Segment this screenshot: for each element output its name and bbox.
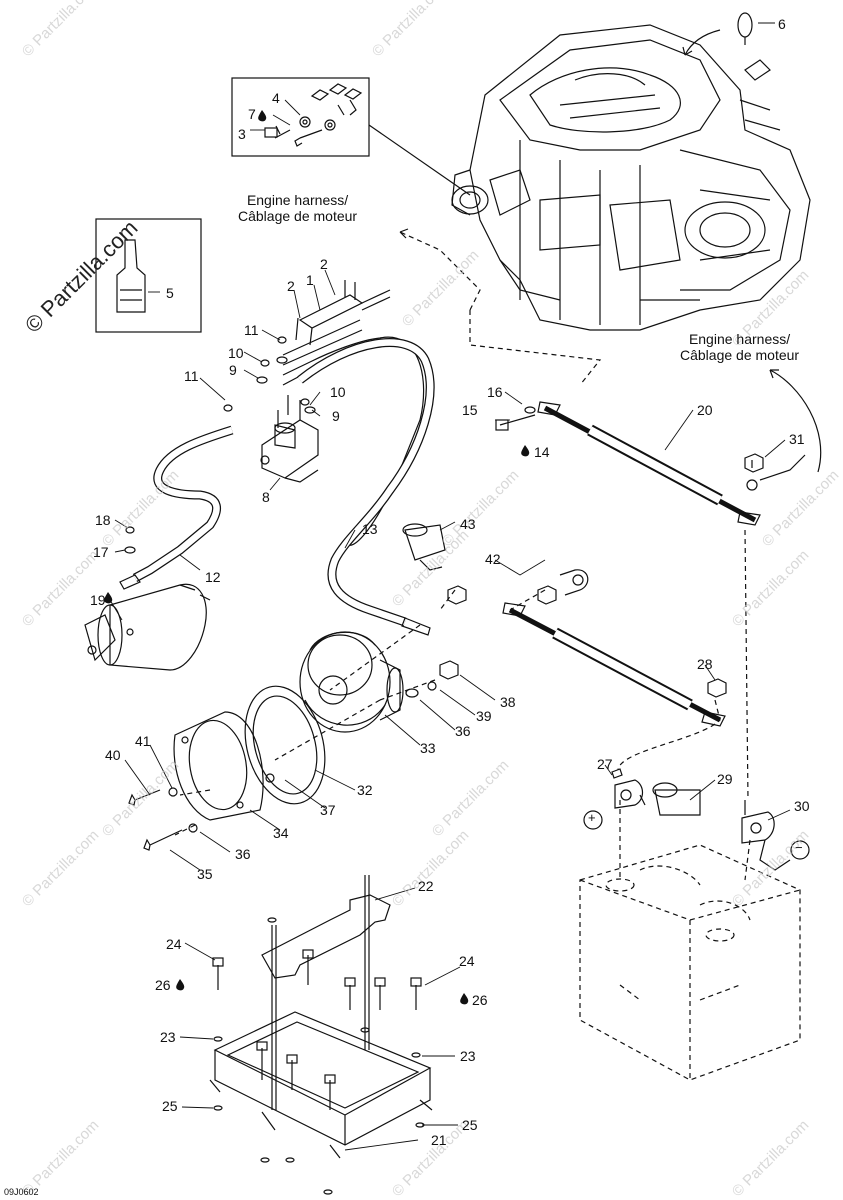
starter-solenoid [260, 395, 319, 483]
callout-25: 25 [162, 1098, 178, 1114]
drawing-code: 09J0602 [4, 1187, 39, 1197]
oil-drop-icon [258, 110, 267, 122]
callout-8: 8 [262, 489, 270, 505]
callout-40: 40 [105, 747, 121, 763]
callout-13: 13 [362, 521, 378, 537]
callout-17: 17 [93, 544, 109, 560]
callout-16: 16 [487, 384, 503, 400]
callout-10: 10 [228, 345, 244, 361]
callout-33: 33 [420, 740, 436, 756]
lubricant-inset-box [95, 218, 202, 333]
callout-19: 19 [90, 592, 106, 608]
callout-39: 39 [476, 708, 492, 724]
callout-22: 22 [418, 878, 434, 894]
oil-dipstick-ring [737, 12, 753, 38]
callout-42: 42 [485, 551, 501, 567]
callout-23: 23 [460, 1048, 476, 1064]
callout-30: 30 [794, 798, 810, 814]
callout-4: 4 [272, 90, 280, 106]
negative-terminal-symbol: − [795, 840, 803, 855]
harness-label-line2: Câblage de moteur [238, 208, 358, 224]
callout-26: 26 [472, 992, 488, 1008]
callout-37: 37 [320, 802, 336, 818]
oil-drop-icon [104, 592, 113, 604]
callout-7: 7 [248, 106, 256, 122]
callout-29: 29 [717, 771, 733, 787]
callout-9: 9 [332, 408, 340, 424]
callout-6: 6 [778, 16, 786, 32]
callout-14: 14 [534, 444, 550, 460]
callout-35: 35 [197, 866, 213, 882]
harness-label-line1: Engine harness/ [688, 331, 791, 347]
oil-drop-icon [521, 445, 530, 457]
callout-11: 11 [244, 322, 259, 338]
harness-label-line1: Engine harness/ [246, 192, 349, 208]
callout-34: 34 [273, 825, 289, 841]
callout-28: 28 [697, 656, 713, 672]
callout-10: 10 [330, 384, 346, 400]
callout-24: 24 [166, 936, 182, 952]
callout-15: 15 [462, 402, 478, 418]
starter-motor [84, 583, 211, 671]
harness-label-line2: Câblage de moteur [680, 347, 800, 363]
callout-25: 25 [462, 1117, 478, 1133]
starter-bellows [299, 631, 404, 733]
callout-2: 2 [287, 278, 295, 294]
callout-20: 20 [697, 402, 713, 418]
callout-23: 23 [160, 1029, 176, 1045]
callout-38: 38 [500, 694, 516, 710]
callout-21: 21 [431, 1132, 447, 1148]
callout-32: 32 [357, 782, 373, 798]
callout-3: 3 [238, 126, 246, 142]
battery-outline [579, 844, 801, 1081]
hardware-inset-box [231, 77, 370, 157]
engine-harness-label-right: Engine harness/ Câblage de moteur [680, 331, 799, 363]
callout-24: 24 [459, 953, 475, 969]
callout-27: 27 [597, 756, 613, 772]
callout-36: 36 [455, 723, 471, 739]
callout-31: 31 [789, 431, 805, 447]
callout-2: 2 [320, 256, 328, 272]
callout-1: 1 [306, 272, 314, 288]
battery-tray [209, 1011, 433, 1159]
callout-5: 5 [166, 285, 174, 301]
callout-43: 43 [460, 516, 476, 532]
callout-18: 18 [95, 512, 111, 528]
callout-11: 11 [184, 368, 199, 384]
engine-harness-label-left: Engine harness/ Câblage de moteur [238, 192, 357, 224]
engine-illustration [451, 24, 811, 331]
callout-12: 12 [205, 569, 221, 585]
callout-9: 9 [229, 362, 237, 378]
callout-41: 41 [135, 733, 151, 749]
oil-drop-icon [176, 979, 185, 991]
positive-terminal-symbol: + [588, 810, 596, 825]
oil-drop-icon [460, 993, 469, 1005]
callout-26: 26 [155, 977, 171, 993]
callout-36: 36 [235, 846, 251, 862]
